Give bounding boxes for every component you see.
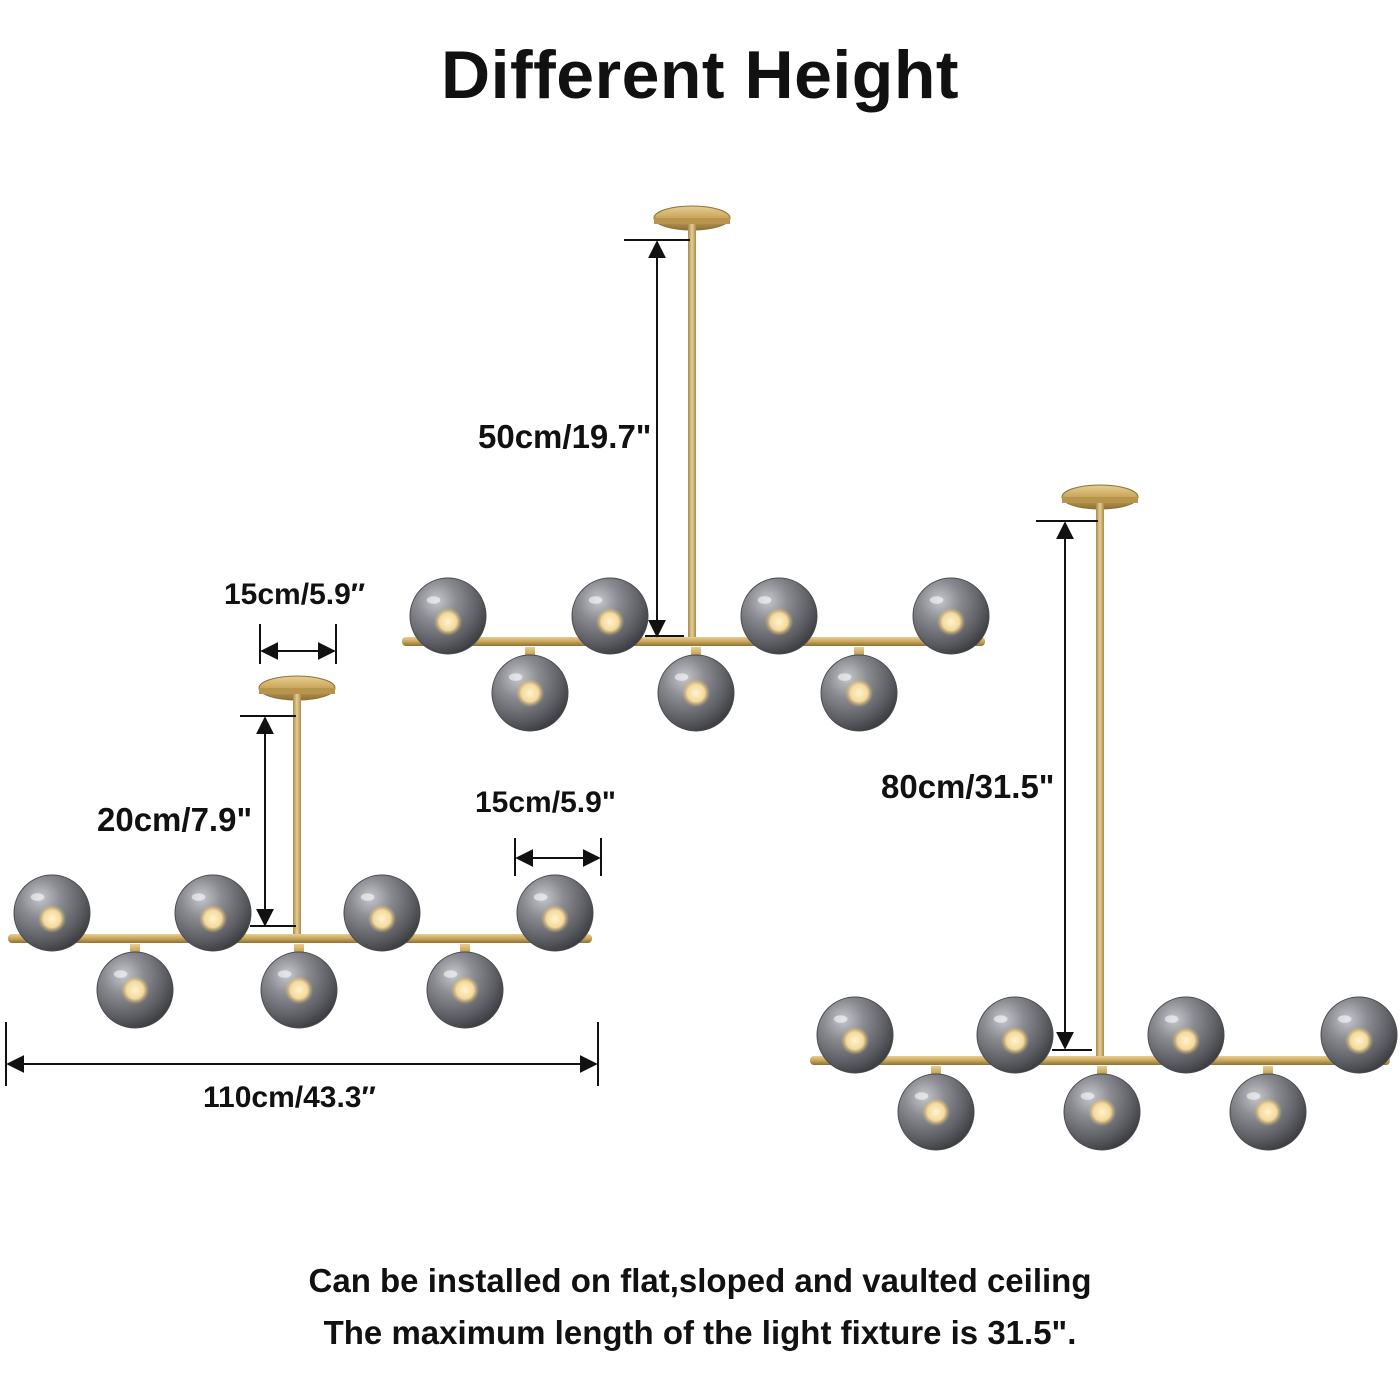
bulb-icon	[681, 678, 711, 708]
bulb-icon	[844, 678, 874, 708]
bulb-icon	[284, 975, 314, 1005]
total-length-label: 110cm/43.3″	[203, 1081, 376, 1114]
glass-globe	[897, 1066, 975, 1151]
glass-globe	[260, 944, 338, 1029]
glass-globe	[409, 577, 487, 655]
bulb-icon	[1344, 1026, 1374, 1056]
glass-globe	[820, 647, 898, 732]
bulb-icon	[1253, 1097, 1283, 1127]
bulb-icon	[1171, 1026, 1201, 1056]
glass-globe	[516, 874, 594, 952]
glass-globe	[976, 996, 1054, 1074]
bulb-icon	[515, 678, 545, 708]
height-80-label: 80cm/31.5"	[881, 768, 1055, 805]
globe-diameter-label: 15cm/5.9"	[475, 786, 616, 819]
horizontal-bar	[402, 637, 985, 646]
down-rod	[1096, 503, 1104, 1060]
bulb-icon	[936, 607, 966, 637]
bulb-icon	[921, 1097, 951, 1127]
glass-globe	[740, 577, 818, 655]
bulb-icon	[367, 904, 397, 934]
glass-globe	[13, 874, 91, 952]
height-20-label: 20cm/7.9"	[97, 801, 253, 838]
glass-globe	[1229, 1066, 1307, 1151]
chandelier-fixture	[402, 205, 990, 732]
chandelier-fixture	[8, 675, 594, 1029]
down-rod	[688, 224, 696, 641]
bulb-icon	[433, 607, 463, 637]
bulb-icon	[450, 975, 480, 1005]
bulb-icon	[840, 1026, 870, 1056]
bulb-icon	[37, 904, 67, 934]
glass-globe	[1063, 1066, 1141, 1151]
glass-globe	[1320, 996, 1398, 1074]
bulb-icon	[1000, 1026, 1030, 1056]
glass-globe	[657, 647, 735, 732]
chandelier-fixture	[810, 484, 1398, 1151]
bulb-icon	[120, 975, 150, 1005]
caption-line-2: The maximum length of the light fixture …	[323, 1314, 1077, 1351]
height-50-label: 50cm/19.7"	[478, 418, 652, 455]
page-title: Different Height	[441, 37, 959, 113]
bulb-icon	[764, 607, 794, 637]
horizontal-bar	[810, 1056, 1390, 1065]
down-rod	[293, 694, 301, 938]
horizontal-bar	[8, 934, 592, 943]
glass-globe	[491, 647, 569, 732]
caption-line-1: Can be installed on flat,sloped and vaul…	[308, 1262, 1092, 1299]
bulb-icon	[540, 904, 570, 934]
glass-globe	[174, 874, 252, 952]
canopy-width-label: 15cm/5.9″	[224, 578, 366, 611]
glass-globe	[816, 996, 894, 1074]
glass-globe	[96, 944, 174, 1029]
glass-globe	[571, 577, 649, 655]
glass-globe	[912, 577, 990, 655]
bulb-icon	[1087, 1097, 1117, 1127]
glass-globe	[1147, 996, 1225, 1074]
glass-globe	[343, 874, 421, 952]
bulb-icon	[595, 607, 625, 637]
glass-globe	[426, 944, 504, 1029]
bulb-icon	[198, 904, 228, 934]
